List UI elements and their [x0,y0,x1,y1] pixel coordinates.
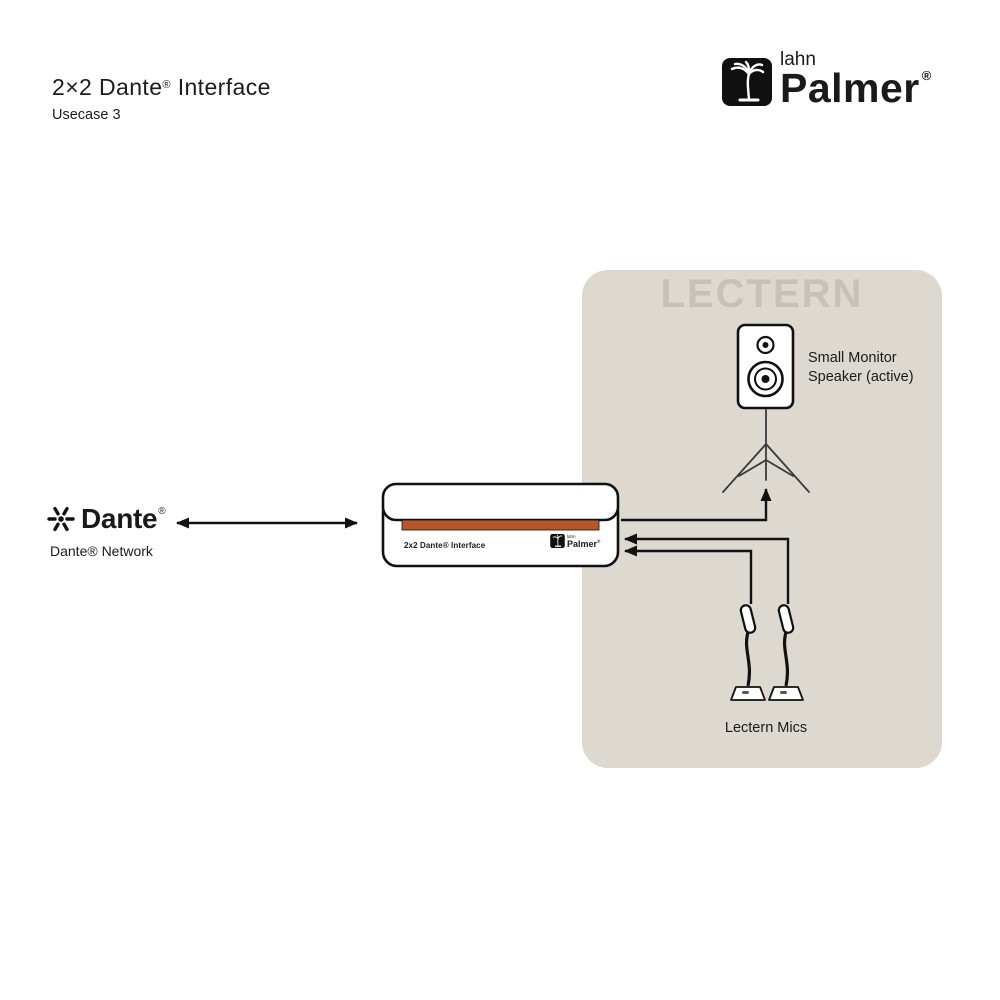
title-registered-mark: ® [162,79,171,91]
brand-palmer-label: Palmer® [780,65,932,111]
lectern-panel: LECTERN [582,270,942,768]
title-main: 2×2 Dante [52,74,163,100]
brand-lahn-label: lahn [780,49,816,70]
device-palmer-label: Palmer® [567,538,601,549]
lectern-mics-label: Lectern Mics [724,720,808,736]
title-tail: Interface [170,74,271,100]
speaker-label: Small Monitor Speaker (active) [808,350,914,386]
brand-registered-mark: ® [921,68,932,83]
lectern-panel-label: LECTERN [660,272,864,316]
dante-network-label: Dante® Network [50,543,153,559]
device-palmer-logo: lahn Palmer® [550,534,600,548]
palm-tree-icon [722,58,772,107]
dante-registered-mark: ® [158,506,166,517]
title-block: 2×2 Dante® Interface Usecase 3 [52,74,271,123]
palmer-logo: lahn Palmer® [722,49,932,111]
device-palm-tree-icon [550,534,565,548]
device-palmer-wordmark: lahn Palmer® [567,535,601,549]
device-registered-mark: ® [597,538,601,544]
dante-wordmark: Dante [81,503,158,534]
dante-icon [46,504,76,534]
device-model-label: 2x2 Dante® Interface [404,541,486,550]
usecase-subtitle: Usecase 3 [52,107,121,123]
palmer-wordmark: lahn Palmer® [780,49,932,111]
page-title: 2×2 Dante® Interface [52,74,271,101]
dante-logo: Dante® [46,503,166,535]
device-stripe [401,519,600,531]
